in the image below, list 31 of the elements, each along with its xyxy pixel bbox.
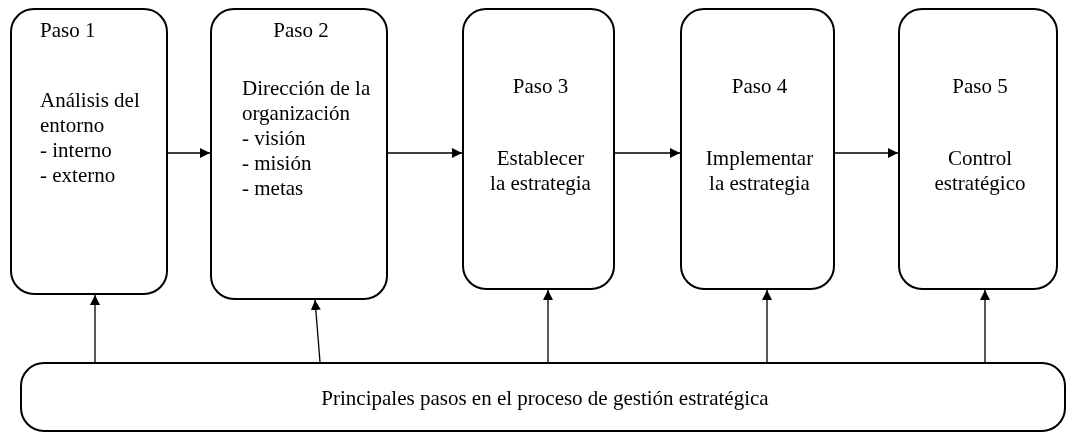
step-title: Paso 1 xyxy=(40,18,97,43)
banner-text: Principales pasos en el proceso de gestión estratégica xyxy=(320,386,770,411)
step-description: Análisis del entorno xyxy=(40,88,141,138)
arrow xyxy=(762,289,772,363)
arrow xyxy=(310,299,321,363)
step-description: Dirección de la organización xyxy=(242,76,372,126)
step-description: Control estratégico xyxy=(933,146,1027,196)
arrow xyxy=(980,289,990,363)
step-description: - externo xyxy=(40,163,117,188)
step-box xyxy=(462,8,615,290)
step-description: Establecer la estrategia xyxy=(489,146,592,196)
step-box xyxy=(898,8,1058,290)
arrow xyxy=(387,148,463,158)
arrow xyxy=(90,294,100,363)
step-description: - visión xyxy=(242,126,307,151)
arrow xyxy=(834,148,899,158)
step-description: - metas xyxy=(242,176,305,201)
step-description: - misión xyxy=(242,151,313,176)
step-description: - interno xyxy=(40,138,113,163)
step-title: Paso 3 xyxy=(511,74,570,99)
arrow xyxy=(614,148,681,158)
arrow xyxy=(167,148,211,158)
step-description: Implementar la estrategia xyxy=(704,146,815,196)
step-title: Paso 2 xyxy=(272,18,330,43)
arrow xyxy=(543,289,553,363)
step-box xyxy=(680,8,835,290)
step-box xyxy=(10,8,168,295)
step-title: Paso 4 xyxy=(730,74,789,99)
step-box xyxy=(210,8,388,300)
summary-banner xyxy=(20,362,1066,432)
step-title: Paso 5 xyxy=(951,74,1009,99)
